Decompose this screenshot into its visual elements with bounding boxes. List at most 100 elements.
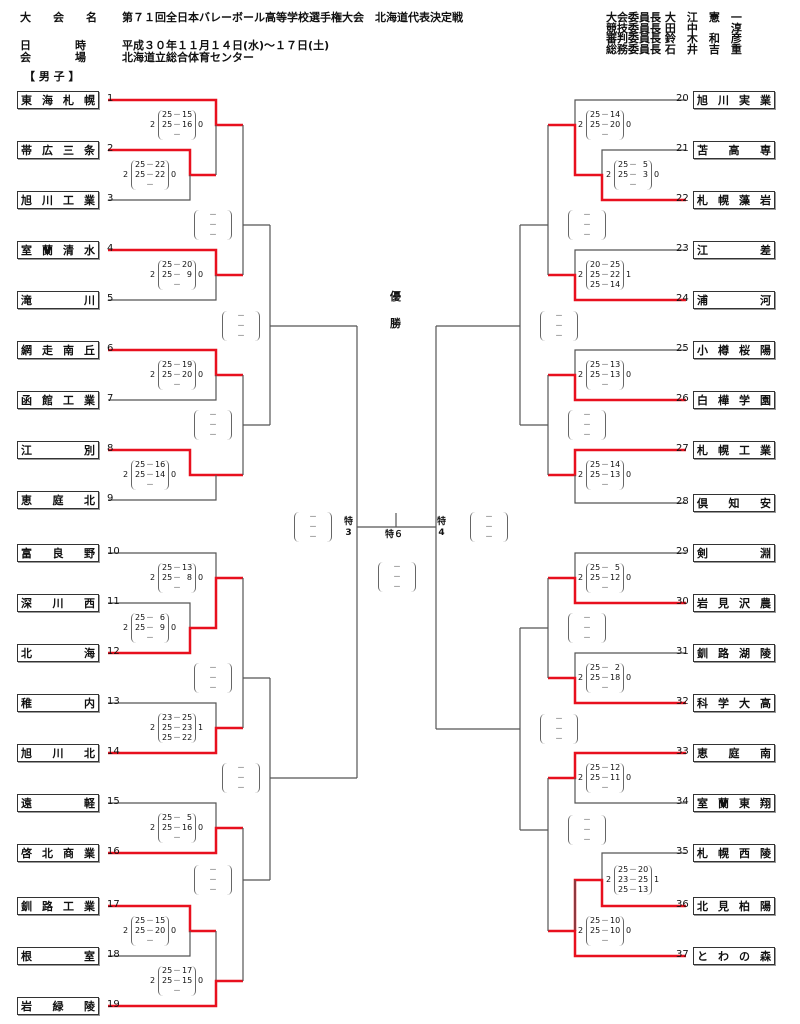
set-points-b <box>564 311 574 321</box>
bracket-line <box>574 99 686 125</box>
sets-won: 2 <box>150 573 156 582</box>
team-box: 恵庭南 <box>693 744 775 762</box>
set-points-b: 22 <box>610 270 621 279</box>
set-dash: － <box>601 370 609 379</box>
set-points-a: 23 <box>618 875 629 884</box>
set-points-b <box>155 633 165 643</box>
team-name-char: 業 <box>84 394 95 407</box>
set-score: － <box>618 180 648 190</box>
set-points-a: 25 <box>135 170 146 179</box>
sets-lost: 0 <box>626 470 632 479</box>
team-name-char: わ <box>718 950 729 963</box>
score-brace: －－－ <box>194 210 232 240</box>
set-dash: － <box>146 916 154 925</box>
team-name-char: 湖 <box>739 647 750 660</box>
set-dash: － <box>146 170 154 179</box>
sets-won: 2 <box>578 773 584 782</box>
set-points-b: 22 <box>155 170 166 179</box>
set-dash: － <box>173 130 181 139</box>
team-name-char: 旭 <box>21 194 32 207</box>
set-points-a: 25 <box>135 470 146 479</box>
team-name-char: 倶 <box>697 497 708 510</box>
set-dash: － <box>601 583 609 592</box>
winner-path <box>548 676 686 705</box>
team-name-char: 滝 <box>21 294 32 307</box>
set-points-b: 13 <box>610 470 621 479</box>
sets-won: 2 <box>606 170 612 179</box>
set-dash: － <box>237 773 245 782</box>
set-dash: － <box>209 410 217 419</box>
division-label: 【 男 子 】 <box>24 70 80 83</box>
set-points-b: 25 <box>638 875 649 884</box>
set-score: － <box>162 833 192 843</box>
set-points-a <box>135 633 145 643</box>
team-name-char: 根 <box>21 950 32 963</box>
championship-title-top: 優 <box>390 290 401 303</box>
set-dash: － <box>485 512 493 521</box>
venue-value: 北海道立総合体育センター <box>122 51 254 64</box>
winner-path <box>548 929 686 958</box>
set-points-a <box>135 480 145 490</box>
sets-won: 2 <box>578 370 584 379</box>
set-score: － <box>198 420 228 430</box>
score-brace: －－－ <box>294 512 332 542</box>
score-brace: －－－ <box>540 714 578 744</box>
set-score: 25－16 <box>135 460 165 470</box>
set-score: － <box>226 783 256 793</box>
sets-lost: 0 <box>198 270 204 279</box>
team-name-char: 岩 <box>697 597 708 610</box>
set-score: － <box>544 311 574 321</box>
set-points-a <box>226 783 236 793</box>
set-dash: － <box>583 210 591 219</box>
set-points-a <box>382 562 392 572</box>
set-points-b <box>218 885 228 895</box>
team-name-char: 室 <box>84 950 95 963</box>
set-dash: － <box>601 683 609 692</box>
set-score: － <box>572 633 602 643</box>
set-score: 25－16 <box>162 823 192 833</box>
team-name-char: 業 <box>84 900 95 913</box>
team-name-char: 稚 <box>21 697 32 710</box>
team-name-char: 業 <box>760 444 771 457</box>
set-score: － <box>544 331 574 341</box>
set-points-b <box>610 130 620 140</box>
set-score: － <box>162 583 192 593</box>
set-score: 25－13 <box>162 563 192 573</box>
set-dash: － <box>209 220 217 229</box>
set-dash: － <box>583 613 591 622</box>
team-name-char: 南 <box>63 344 74 357</box>
set-dash: － <box>173 583 181 592</box>
set-dash: － <box>173 573 181 582</box>
sets-won: 2 <box>150 976 156 985</box>
sets-lost: 0 <box>171 926 177 935</box>
set-points-b <box>610 936 620 946</box>
set-points-a: 25 <box>590 563 601 572</box>
set-score: 25－8 <box>162 573 192 583</box>
team-box: 旭川実業 <box>693 91 775 109</box>
set-points-a: 25 <box>590 360 601 369</box>
set-score: － <box>135 180 165 190</box>
set-points-a <box>590 683 600 693</box>
set-dash: － <box>309 512 317 521</box>
team-box: 滝川 <box>17 291 99 309</box>
set-points-b: 20 <box>638 865 649 874</box>
set-points-a <box>618 180 628 190</box>
team-name-char: 高 <box>760 697 771 710</box>
set-dash: － <box>629 170 637 179</box>
set-dash: － <box>583 825 591 834</box>
set-points-a: 25 <box>590 470 601 479</box>
set-points-a: 25 <box>590 763 601 772</box>
score-brace: －－－ <box>194 663 232 693</box>
team-name-char: 東 <box>739 797 750 810</box>
score-brace: －－－ <box>470 512 508 542</box>
set-points-b <box>592 410 602 420</box>
sets-lost: 1 <box>198 723 204 732</box>
set-points-a: 25 <box>162 723 173 732</box>
set-points-a: 25 <box>590 773 601 782</box>
set-score: 25－9 <box>162 270 192 280</box>
team-box: 富良野 <box>17 544 99 562</box>
bracket-line <box>108 275 217 301</box>
